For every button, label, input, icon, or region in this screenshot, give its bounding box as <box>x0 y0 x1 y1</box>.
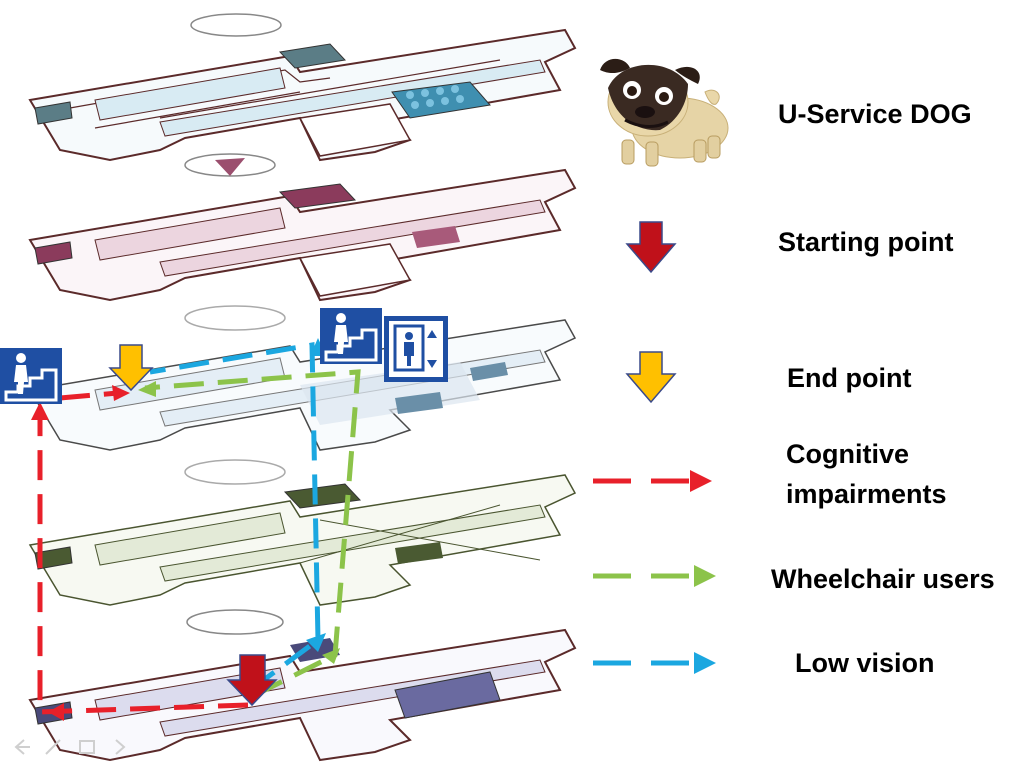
forward-icon[interactable] <box>108 736 130 758</box>
elevator-sign-icon <box>384 316 448 382</box>
route-cognitive-arrowhead-3 <box>31 402 49 420</box>
legend-low-vision-line <box>593 652 716 674</box>
stairs-sign-icon <box>320 308 382 364</box>
legend-low-vision-label: Low vision <box>795 648 935 678</box>
stairs-sign-icon <box>0 348 62 404</box>
menu-icon[interactable] <box>76 736 98 758</box>
route-low-vision <box>149 342 321 693</box>
legend-wheelchair-label: Wheelchair users <box>771 564 995 594</box>
end-marker <box>108 344 154 392</box>
legend-wheelchair-line <box>593 565 716 587</box>
legend-end-point-label: End point <box>787 363 912 393</box>
end-point-arrow-icon <box>625 351 677 404</box>
legend-cognitive-label: Cognitive impairments <box>786 439 947 509</box>
floor-level-4 <box>28 153 577 302</box>
floor-level-2 <box>28 459 577 606</box>
start-marker <box>226 654 278 707</box>
floor-level-5 <box>28 13 577 162</box>
route-cognitive <box>37 390 249 715</box>
pen-icon[interactable] <box>42 736 64 758</box>
route-wheelchair-arrowhead <box>138 381 156 397</box>
route-cognitive-arrowhead-2 <box>112 385 130 401</box>
route-low-vision-arrowhead-2 <box>306 633 326 652</box>
route-wheelchair-arrowhead-2 <box>322 648 340 664</box>
floor-level-1 <box>28 609 577 762</box>
route-cognitive-arrowhead <box>48 703 64 721</box>
route-wheelchair <box>144 369 361 698</box>
dog-icon <box>600 58 729 167</box>
floor-level-3 <box>28 305 577 451</box>
starting-point-arrow-icon <box>625 221 677 274</box>
legend-starting-point-label: Starting point <box>778 227 954 257</box>
legend-cognitive-line <box>593 470 712 492</box>
legend-service-dog-label: U-Service DOG <box>778 99 972 129</box>
back-icon[interactable] <box>10 736 32 758</box>
